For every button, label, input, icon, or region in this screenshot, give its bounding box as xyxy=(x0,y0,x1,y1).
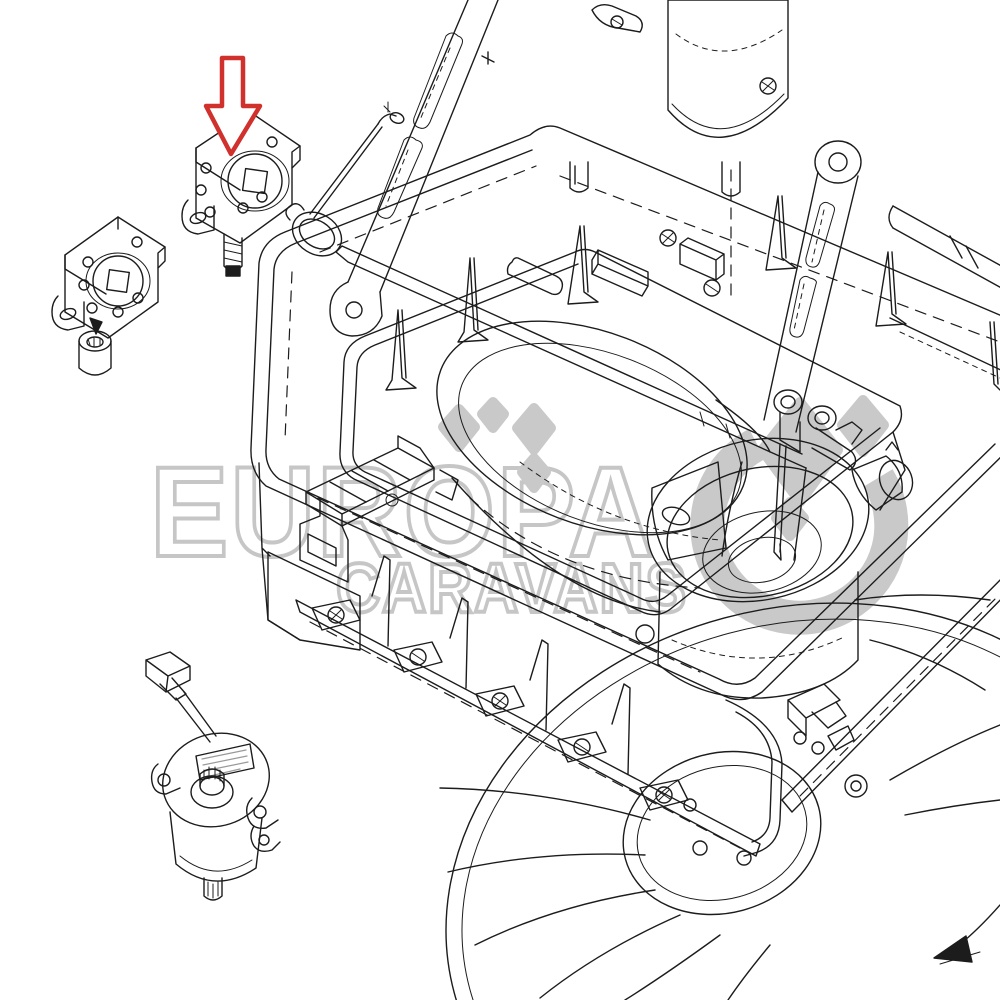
watermark: EUROPA CARAVANS xyxy=(148,395,909,635)
fan xyxy=(439,594,1000,1000)
watermark-line1: EUROPA xyxy=(150,441,655,584)
hinge-bracket xyxy=(299,435,459,583)
cross-strut xyxy=(335,245,807,469)
lift-arm-right xyxy=(763,140,863,561)
lid-cylinder xyxy=(569,0,789,301)
pointer-arrow xyxy=(203,55,263,157)
bottom-skirt xyxy=(295,555,761,857)
bushing xyxy=(78,330,112,376)
screw-plates xyxy=(311,599,689,811)
line-art xyxy=(51,0,1000,1000)
watermark-logo-swoosh xyxy=(690,428,909,635)
second-gearbox xyxy=(51,216,166,376)
drive-motor xyxy=(145,651,281,901)
torsion-rod xyxy=(888,205,1000,379)
motor-cup xyxy=(646,437,914,699)
motor-label xyxy=(195,743,255,781)
fan-shroud-funnel xyxy=(436,320,771,613)
rotation-arrow xyxy=(933,904,1000,965)
watermark-logo-diamonds xyxy=(438,395,889,541)
housing-fins xyxy=(385,195,1000,391)
latch-cluster xyxy=(787,683,855,755)
crank-wire xyxy=(285,101,405,257)
watermark-line2: CARAVANS xyxy=(336,549,688,627)
lift-arm-left xyxy=(329,0,499,337)
